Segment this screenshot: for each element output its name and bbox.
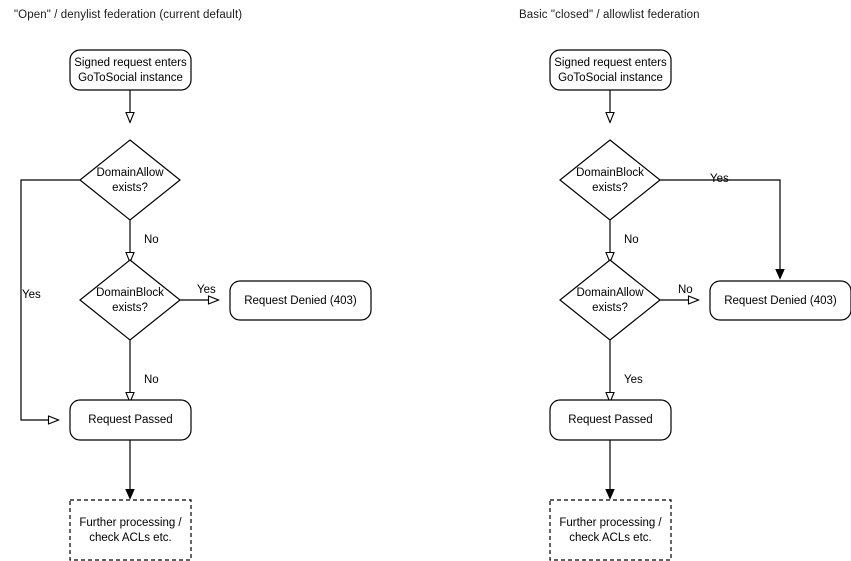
- node-domainblock-right-line1: DomainBlock: [576, 167, 644, 179]
- node-request-passed-left[interactable]: Request Passed: [69, 399, 192, 441]
- edge-label-allow-yes: Yes: [22, 289, 41, 301]
- node-domainallow-right-line1: DomainAllow: [576, 287, 644, 299]
- node-domainallow-left[interactable]: DomainAllow exists?: [79, 139, 181, 221]
- node-domainallow-left-shape: [79, 139, 181, 221]
- node-domainblock-right-shape: [559, 139, 661, 221]
- node-request-denied-right-shape: [709, 280, 851, 321]
- node-start-right-shape: [549, 49, 672, 91]
- node-request-denied-left[interactable]: Request Denied (403): [229, 280, 372, 321]
- node-domainallow-right[interactable]: DomainAllow exists?: [559, 259, 661, 341]
- node-further-processing-right-shape: [549, 499, 672, 561]
- node-domainallow-right-shape: [559, 259, 661, 341]
- node-start-left-line1: Signed request enters: [74, 57, 187, 69]
- edge-label-block-no: No: [144, 374, 159, 386]
- node-start-right-line2: GoToSocial instance: [558, 72, 663, 84]
- node-further-processing-right[interactable]: Further processing / check ACLs etc.: [549, 499, 672, 561]
- node-start-right[interactable]: Signed request enters GoToSocial instanc…: [549, 49, 672, 91]
- node-domainblock-left[interactable]: DomainBlock exists?: [79, 259, 181, 341]
- node-domainallow-left-line2: exists?: [112, 182, 148, 194]
- node-request-passed-left-label: Request Passed: [88, 414, 172, 426]
- node-request-denied-right[interactable]: Request Denied (403): [709, 280, 851, 321]
- left-panel-title: "Open" / denylist federation (current de…: [14, 9, 243, 21]
- node-request-denied-right-label: Request Denied (403): [724, 295, 837, 307]
- node-request-passed-right[interactable]: Request Passed: [549, 399, 672, 441]
- node-domainallow-right-line2: exists?: [592, 302, 628, 314]
- node-request-passed-right-shape: [549, 399, 672, 441]
- node-start-left-line2: GoToSocial instance: [78, 72, 183, 84]
- edge-allow-yes-to-passed: [20, 179, 80, 420]
- edge-label-block-yes: Yes: [197, 284, 216, 296]
- right-panel-title: Basic "closed" / allowlist federation: [519, 9, 700, 21]
- node-further-processing-left[interactable]: Further processing / check ACLs etc.: [69, 499, 192, 561]
- node-further-processing-left-shape: [69, 499, 192, 561]
- node-domainblock-left-line2: exists?: [112, 302, 148, 314]
- edge-block-yes-to-denied: [660, 179, 780, 278]
- node-request-passed-right-label: Request Passed: [568, 414, 652, 426]
- edge-label-allow-yes-right: Yes: [624, 374, 643, 386]
- edge-label-block-no-right: No: [624, 234, 639, 246]
- node-further-processing-right-line2: check ACLs etc.: [569, 532, 651, 544]
- node-domainblock-left-line1: DomainBlock: [96, 287, 164, 299]
- edge-label-allow-no-right: No: [678, 284, 693, 296]
- right-panel-flow: Yes No No Yes Signed request enters GoTo…: [549, 49, 851, 561]
- node-domainblock-right[interactable]: DomainBlock exists?: [559, 139, 661, 221]
- node-request-denied-left-shape: [229, 280, 372, 321]
- node-domainblock-right-line2: exists?: [592, 182, 628, 194]
- node-domainblock-left-shape: [79, 259, 181, 341]
- node-further-processing-left-line2: check ACLs etc.: [89, 532, 171, 544]
- edge-label-block-yes-right: Yes: [710, 173, 729, 185]
- node-further-processing-left-line1: Further processing /: [79, 517, 182, 529]
- node-request-denied-left-label: Request Denied (403): [244, 295, 357, 307]
- node-start-left-shape: [69, 49, 192, 91]
- node-start-right-line1: Signed request enters: [554, 57, 667, 69]
- node-further-processing-right-line1: Further processing /: [559, 517, 662, 529]
- edge-label-allow-no: No: [144, 234, 159, 246]
- node-request-passed-left-shape: [69, 399, 192, 441]
- node-start-left[interactable]: Signed request enters GoToSocial instanc…: [69, 49, 192, 91]
- node-domainallow-left-line1: DomainAllow: [96, 167, 164, 179]
- left-panel-flow: Yes No Yes No Signed request enters GoTo…: [20, 49, 372, 561]
